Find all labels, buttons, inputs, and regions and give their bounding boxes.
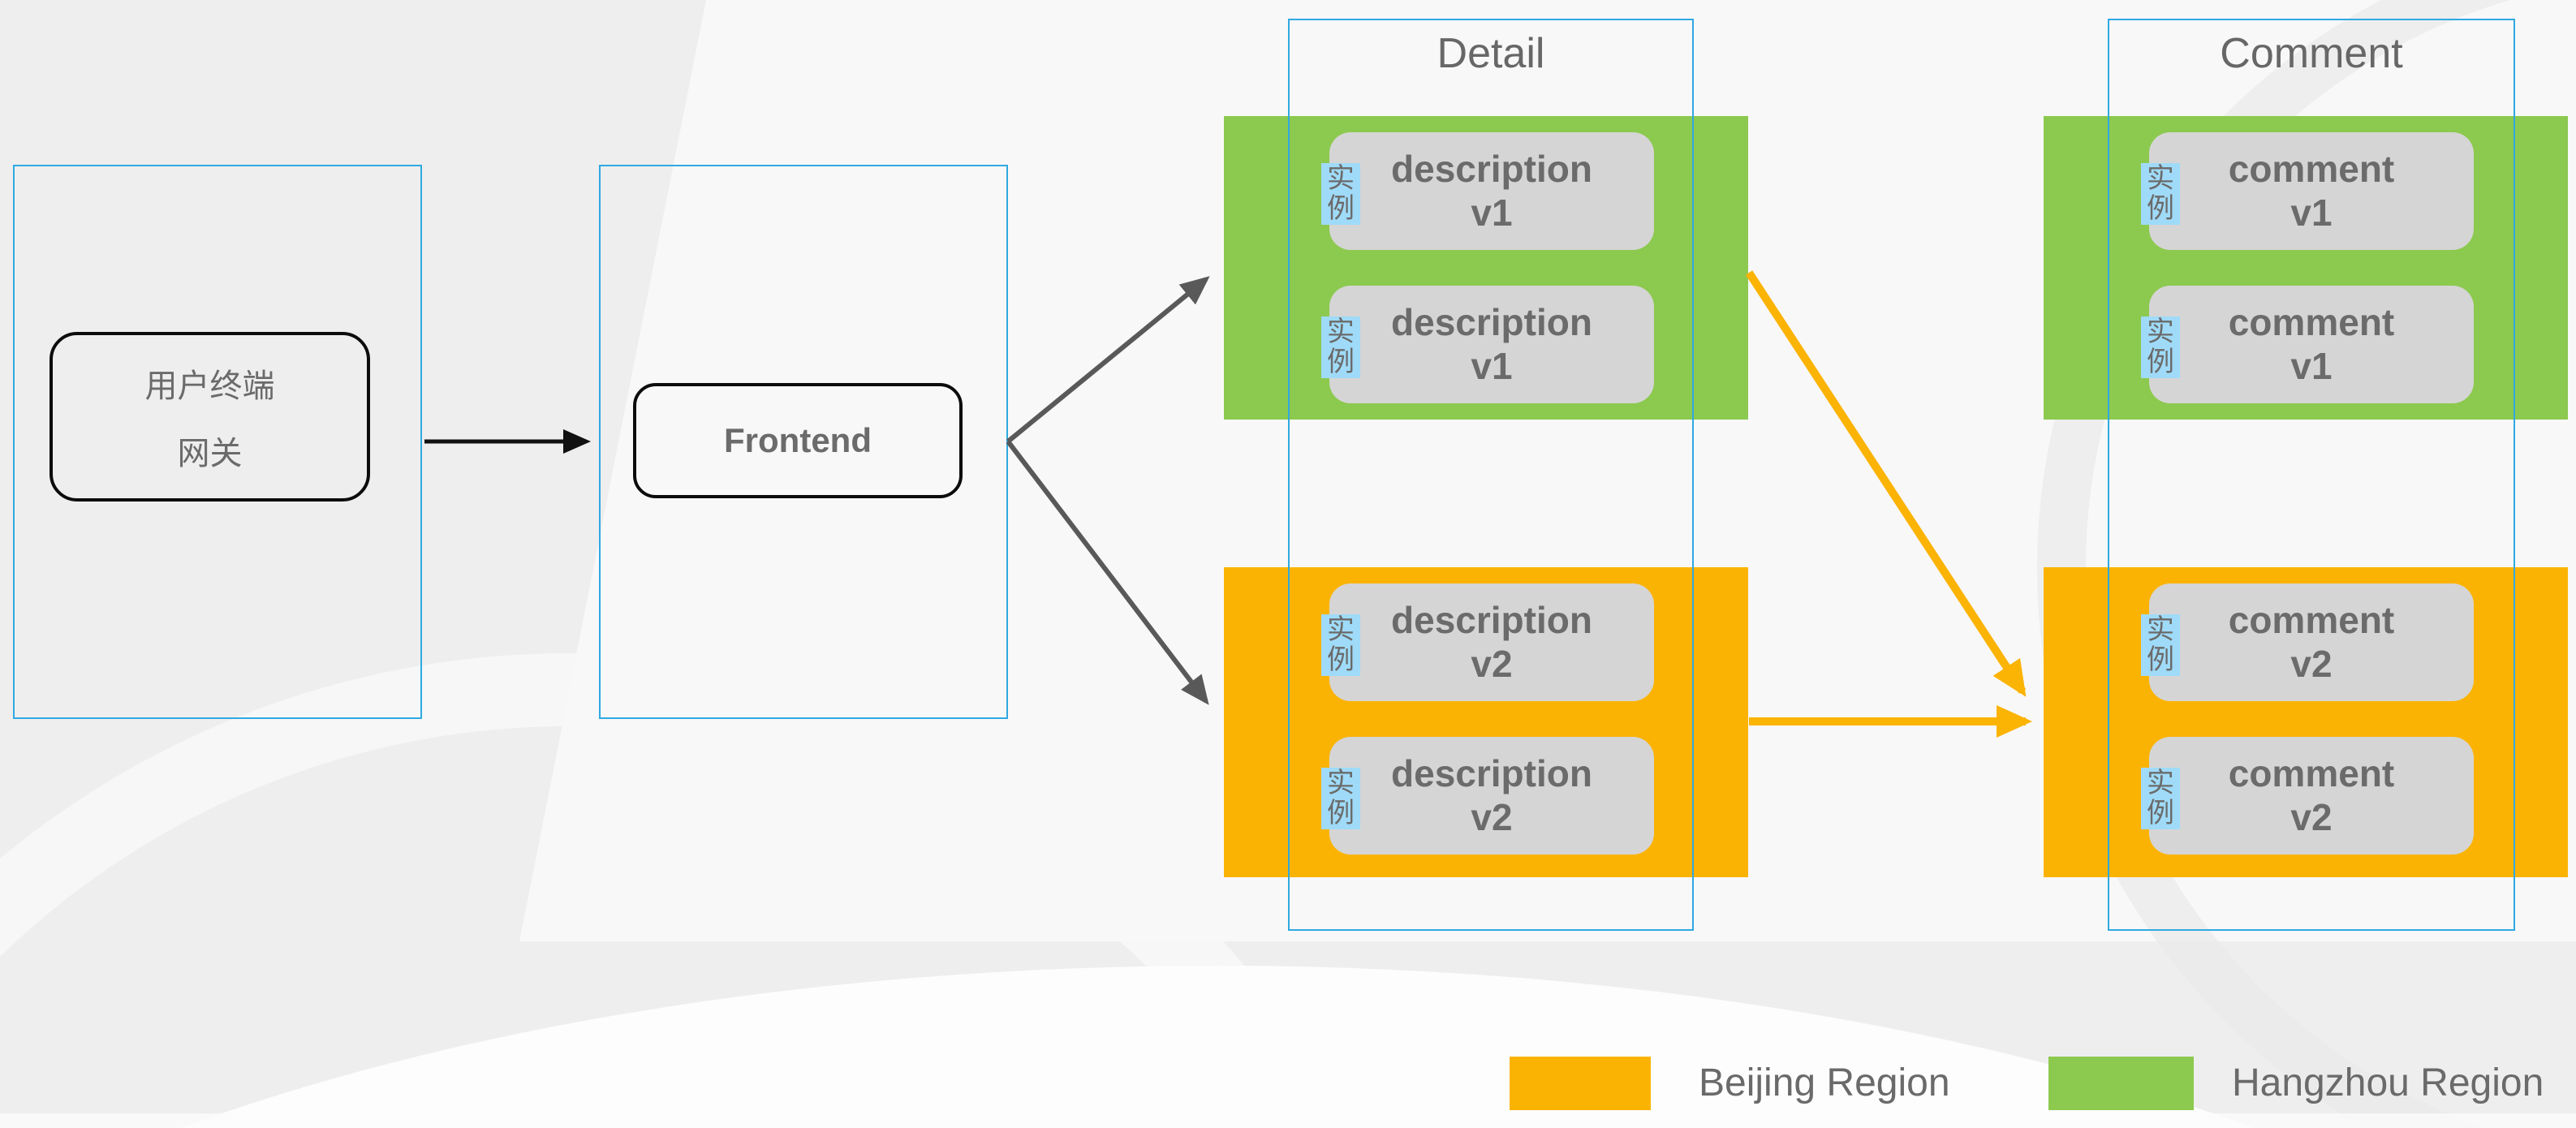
instance-name: comment — [2228, 148, 2395, 191]
instance-name: comment — [2228, 752, 2395, 795]
detail-hangzhou-region: 实例 description v1 实例 description v1 — [1224, 116, 1748, 420]
instance-tag: 实例 — [2141, 316, 2180, 378]
comment-v1-instance-1: 实例 comment v1 — [2141, 132, 2474, 250]
gateway-label: 网关 — [177, 435, 243, 471]
frontend-node: Frontend — [633, 383, 963, 498]
instance-label: description v2 — [1329, 737, 1654, 855]
comment-v1-instance-2: 实例 comment v1 — [2141, 286, 2474, 403]
instance-label: description v1 — [1329, 132, 1654, 250]
arrow-frontend-to-detail-v2 — [1006, 440, 1209, 705]
instance-label: comment v2 — [2149, 737, 2474, 855]
instance-tag: 实例 — [1321, 316, 1360, 378]
instance-version: v2 — [2290, 795, 2333, 838]
instance-tag: 实例 — [1321, 768, 1360, 829]
detail-v1-instance-2: 实例 description v1 — [1321, 286, 1654, 403]
instance-name: comment — [2228, 599, 2395, 642]
instance-name: description — [1391, 752, 1592, 795]
legend-hangzhou-swatch — [2048, 1057, 2194, 1110]
legend-beijing-swatch — [1510, 1057, 1651, 1110]
instance-label: description v1 — [1329, 286, 1654, 403]
legend-beijing-label: Beijing Region — [1699, 1061, 1950, 1104]
instance-name: description — [1391, 599, 1592, 642]
detail-v2-instance-2: 实例 description v2 — [1321, 737, 1654, 855]
instance-version: v1 — [1471, 191, 1513, 234]
instance-tag: 实例 — [1321, 614, 1360, 676]
comment-v2-instance-1: 实例 comment v2 — [2141, 583, 2474, 701]
instance-tag: 实例 — [2141, 768, 2180, 829]
instance-version: v2 — [1471, 795, 1513, 838]
instance-tag: 实例 — [2141, 163, 2180, 225]
instance-version: v1 — [2290, 344, 2333, 387]
instance-label: comment v1 — [2149, 286, 2474, 403]
comment-v2-instance-2: 实例 comment v2 — [2141, 737, 2474, 855]
instance-label: comment v1 — [2149, 132, 2474, 250]
user-terminal-label: 用户终端 — [144, 368, 275, 405]
detail-v2-instance-1: 实例 description v2 — [1321, 583, 1654, 701]
frontend-label: Frontend — [724, 421, 872, 459]
instance-name: description — [1391, 301, 1592, 344]
instance-version: v2 — [2290, 642, 2333, 685]
comment-column-title: Comment — [2220, 30, 2403, 77]
instance-tag: 实例 — [2141, 614, 2180, 676]
comment-hangzhou-region: 实例 comment v1 实例 comment v1 — [2044, 116, 2568, 420]
arrow-detail-v1-to-comment-v2 — [1745, 270, 2027, 697]
instance-version: v2 — [1471, 642, 1513, 685]
arrow-frontend-to-detail-v1 — [1006, 276, 1210, 444]
detail-column-title: Detail — [1437, 30, 1545, 77]
user-terminal-gateway-node: 用户终端 网关 — [50, 332, 370, 502]
detail-v1-instance-1: 实例 description v1 — [1321, 132, 1654, 250]
instance-label: description v2 — [1329, 583, 1654, 701]
instance-name: description — [1391, 148, 1592, 191]
legend-hangzhou-label: Hangzhou Region — [2232, 1061, 2544, 1104]
detail-beijing-region: 实例 description v2 实例 description v2 — [1224, 567, 1748, 877]
instance-version: v1 — [2290, 191, 2333, 234]
instance-name: comment — [2228, 301, 2395, 344]
instance-label: comment v2 — [2149, 583, 2474, 701]
instance-version: v1 — [1471, 344, 1513, 387]
instance-tag: 实例 — [1321, 163, 1360, 225]
comment-beijing-region: 实例 comment v2 实例 comment v2 — [2044, 567, 2568, 877]
